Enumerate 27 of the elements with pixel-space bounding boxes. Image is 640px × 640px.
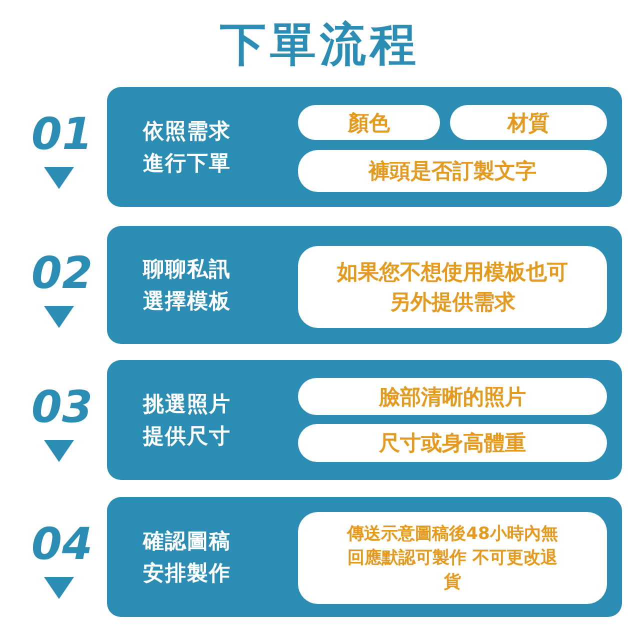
option-text: 顏色 <box>348 110 390 136</box>
step-number: 03 <box>30 382 94 433</box>
option-text: 如果您不想使用模板也可另外提供需求 <box>336 259 569 316</box>
step-text: 挑選照片提供尺寸 <box>143 391 232 450</box>
option-pill <box>298 378 607 415</box>
step-number: 01 <box>30 109 94 160</box>
option-pill <box>298 150 607 192</box>
step-panel <box>107 497 622 617</box>
step-text: 依照需求進行下單 <box>143 118 232 177</box>
option-text: 傳送示意圖稿後48小時內無回應默認可製作 不可更改退貨 <box>346 523 559 594</box>
step-text: 確認圖稿安排製作 <box>143 528 232 587</box>
step-text: 聊聊私訊選擇模板 <box>143 256 232 315</box>
step-panel <box>107 87 622 207</box>
option-text: 材質 <box>508 110 550 136</box>
option-text: 褲頭是否訂製文字 <box>368 158 536 185</box>
option-pill <box>298 512 607 604</box>
option-text: 尺寸或身高體重 <box>379 430 526 457</box>
option-pill <box>298 424 607 462</box>
title: 下單流程 <box>219 16 421 73</box>
step-number: 02 <box>30 248 94 299</box>
option-text: 臉部清晰的照片 <box>379 384 526 410</box>
option-pill <box>298 246 607 328</box>
option-pill <box>450 105 607 140</box>
step-panel <box>107 360 622 480</box>
step-number: 04 <box>30 519 94 570</box>
step-panel <box>107 226 622 344</box>
option-pill <box>298 105 440 140</box>
